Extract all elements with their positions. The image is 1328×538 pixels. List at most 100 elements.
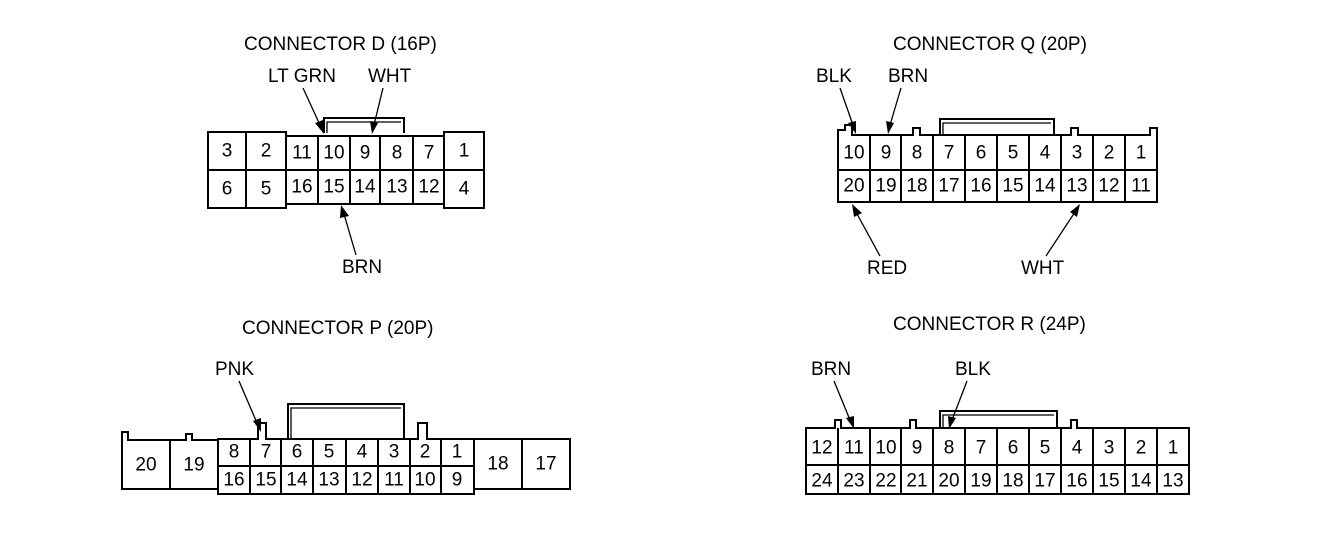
wire-label-lt-grn: LT GRN <box>268 66 336 87</box>
connector-r-pin: 17 <box>1034 471 1055 492</box>
wire-label-brn: BRN <box>888 66 928 87</box>
connector-p-pin: 6 <box>292 442 303 463</box>
connector-r-pin: 19 <box>970 471 991 492</box>
connector-q: CONNECTOR Q (20P) 10 9 8 7 6 5 4 3 2 1 2… <box>816 34 1158 279</box>
connector-p-latch <box>287 403 405 439</box>
connector-p: CONNECTOR P (20P) 8 7 6 5 4 3 2 1 16 1 <box>121 318 571 495</box>
arrow-brn <box>833 380 854 429</box>
wire-label-wht: WHT <box>368 66 412 87</box>
connector-d-pin: 9 <box>360 143 371 164</box>
arrow-lt-grn <box>302 87 324 134</box>
connector-r-pin: 22 <box>875 471 896 492</box>
connector-q-pin: 12 <box>1098 176 1119 197</box>
connector-q-pin: 18 <box>906 176 927 197</box>
connector-p-pin: 10 <box>414 470 435 491</box>
connector-r-pin: 5 <box>1040 438 1051 459</box>
connector-r-pin: 24 <box>811 471 833 492</box>
connector-r-pin: 1 <box>1168 438 1179 459</box>
connector-p-pin: 20 <box>135 455 156 476</box>
connector-q-pin: 14 <box>1034 176 1056 197</box>
connector-q-pin: 17 <box>938 176 959 197</box>
connector-r-latch <box>939 410 1058 430</box>
connector-p-pin: 12 <box>351 470 372 491</box>
connector-r-pin: 14 <box>1130 471 1152 492</box>
connector-d-pin: 14 <box>354 177 376 198</box>
connector-q-pin: 8 <box>912 143 923 164</box>
connector-q-title: CONNECTOR Q (20P) <box>893 34 1087 55</box>
wire-label-blk: BLK <box>955 359 991 380</box>
connector-p-pin: 3 <box>389 442 400 463</box>
connector-r-pin: 2 <box>1136 438 1147 459</box>
connector-r-pin: 12 <box>811 438 832 459</box>
connector-q-pin: 16 <box>970 176 991 197</box>
connector-p-pin: 16 <box>223 470 244 491</box>
connector-d-pin: 2 <box>261 141 272 162</box>
connector-p-pin: 8 <box>229 442 240 463</box>
connector-d-pin: 15 <box>323 177 344 198</box>
connector-r-pin: 13 <box>1162 471 1183 492</box>
connector-p-pin: 17 <box>535 454 556 475</box>
connector-d-pin: 12 <box>418 177 439 198</box>
connector-q-pin: 20 <box>843 176 864 197</box>
wire-label-blk: BLK <box>816 66 852 87</box>
connector-p-pin: 19 <box>183 455 204 476</box>
connector-d-pin: 10 <box>323 143 344 164</box>
connector-r-pin: 15 <box>1098 471 1119 492</box>
connector-p-pin: 4 <box>357 442 368 463</box>
connector-r-pin: 20 <box>938 471 959 492</box>
connector-d-pin: 13 <box>386 177 407 198</box>
connector-r-pin: 21 <box>906 471 927 492</box>
connector-q-pin: 1 <box>1136 143 1147 164</box>
connector-d-latch <box>323 117 405 133</box>
connector-q-pin: 9 <box>881 143 892 164</box>
connector-r-pin: 3 <box>1104 438 1115 459</box>
connector-q-pin: 15 <box>1002 176 1023 197</box>
arrow-brn <box>340 205 357 256</box>
arrow-wht <box>370 87 384 134</box>
connector-q-pin: 13 <box>1066 176 1087 197</box>
connector-r-pin: 8 <box>944 438 955 459</box>
connector-p-pin: 15 <box>255 470 276 491</box>
connector-r-title: CONNECTOR R (24P) <box>893 314 1086 335</box>
connector-d-pin: 5 <box>261 179 272 200</box>
connector-r-pin: 23 <box>843 471 864 492</box>
connector-q-pin: 7 <box>944 143 955 164</box>
connector-r-pin: 9 <box>912 438 923 459</box>
connector-r-pin: 7 <box>976 438 987 459</box>
connector-d-pin: 3 <box>222 141 233 162</box>
connector-p-pin: 14 <box>286 470 308 491</box>
connector-d-title: CONNECTOR D (16P) <box>244 34 437 55</box>
connector-r-pin: 16 <box>1066 471 1087 492</box>
wire-label-red: RED <box>867 258 907 279</box>
connector-r-pin: 6 <box>1008 438 1019 459</box>
connector-p-pin: 7 <box>261 442 272 463</box>
connector-p-title: CONNECTOR P (20P) <box>242 318 433 339</box>
connector-r-pin: 4 <box>1072 438 1083 459</box>
connector-q-pin: 11 <box>1131 176 1151 197</box>
connector-q-pin: 19 <box>875 176 896 197</box>
wire-label-brn: BRN <box>811 359 851 380</box>
connector-p-pin: 13 <box>318 470 339 491</box>
arrow-blk <box>839 87 856 134</box>
connector-p-pin: 2 <box>420 442 431 463</box>
connector-d-pin: 8 <box>392 143 403 164</box>
connector-d-pin: 7 <box>424 143 435 164</box>
arrow-wht <box>1045 204 1080 257</box>
connector-d-pin: 6 <box>222 179 233 200</box>
connector-r-pin: 10 <box>875 438 896 459</box>
connector-d-pin: 1 <box>459 141 470 162</box>
connector-q-pin: 5 <box>1008 143 1019 164</box>
connector-d: CONNECTOR D (16P) 3 2 11 10 9 8 7 1 6 5 … <box>207 34 485 278</box>
wire-label-wht: WHT <box>1021 258 1065 279</box>
arrow-pnk <box>238 380 261 432</box>
connector-p-pin: 1 <box>452 442 463 463</box>
connector-q-pin: 4 <box>1040 143 1051 164</box>
wire-label-pnk: PNK <box>215 359 254 380</box>
arrow-brn <box>886 87 902 134</box>
arrow-blk <box>948 380 968 429</box>
connector-p-pin: 5 <box>324 442 335 463</box>
connector-p-pin: 11 <box>384 470 404 491</box>
wire-label-brn: BRN <box>342 257 382 278</box>
